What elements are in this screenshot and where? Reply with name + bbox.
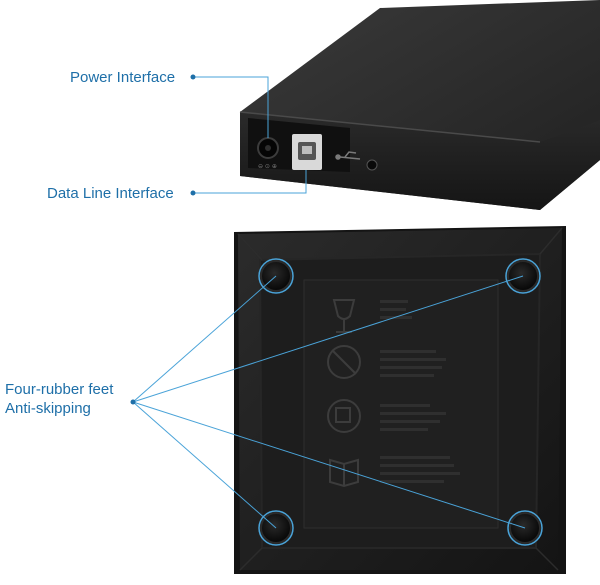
power-callout-line <box>193 76 269 138</box>
feet-callout-line-2 <box>132 275 524 403</box>
no-disassembly-icon <box>327 345 361 379</box>
feet-callout-line-3 <box>132 401 277 529</box>
security-slot-icon <box>366 159 378 171</box>
callout-lines <box>132 76 526 529</box>
data-callout-line <box>193 170 307 194</box>
feet-callout-line-4 <box>132 401 526 529</box>
rubber-feet-label: Four-rubber feet Anti-skipping <box>5 380 113 418</box>
usb-b-port-icon <box>292 134 322 170</box>
drive-rear-view: ⊖ ⊙ ⊕ <box>239 0 600 210</box>
manual-book-icon <box>329 458 359 488</box>
svg-text:⊖ ⊙ ⊕: ⊖ ⊙ ⊕ <box>258 163 277 170</box>
data-line-interface-label: Data Line Interface <box>47 185 174 202</box>
foot-highlight-rings <box>258 258 543 546</box>
no-water-icon <box>327 399 361 433</box>
rubber-feet-label-line2: Anti-skipping <box>5 400 91 417</box>
power-interface-label: Power Interface <box>70 69 176 86</box>
label-fine-print <box>380 300 460 483</box>
rubber-feet-label-line1: Four-rubber feet <box>5 381 114 398</box>
power-jack-icon: ⊖ ⊙ ⊕ <box>257 137 279 170</box>
callout-dots <box>130 74 196 405</box>
usb-icon <box>335 151 361 160</box>
feet-callout-line-1 <box>132 275 277 403</box>
drive-edge-highlight <box>239 111 541 143</box>
drive-bevel-lines <box>237 227 563 571</box>
drive-bottom-view <box>234 226 566 574</box>
